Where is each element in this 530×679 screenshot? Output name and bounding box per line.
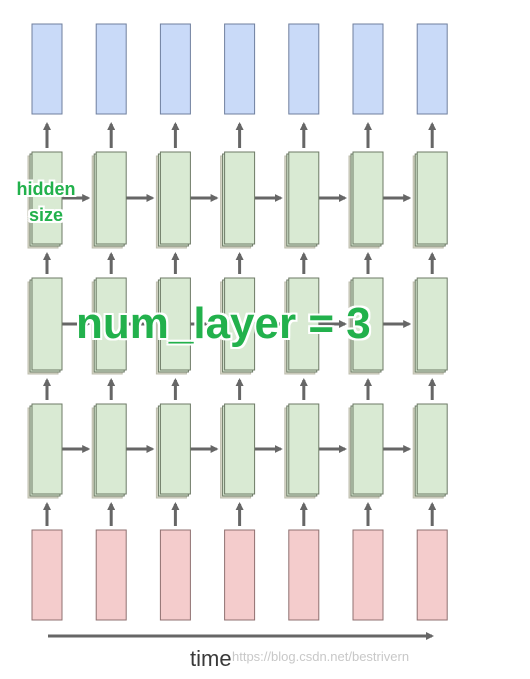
output-cell <box>288 23 320 115</box>
cells <box>31 23 448 621</box>
hidden-cell <box>95 277 127 371</box>
input-cell <box>95 529 127 621</box>
hidden-cell <box>352 403 384 495</box>
input-cell <box>31 529 63 621</box>
num-layer-label: num_layer = 3 <box>76 299 371 348</box>
hidden-cell <box>224 403 256 495</box>
output-cell <box>352 23 384 115</box>
input-cell <box>352 529 384 621</box>
output-cell <box>31 23 63 115</box>
hidden-size-line2: size <box>28 205 64 225</box>
hidden-cell <box>416 403 448 495</box>
hidden-size-label: hidden size <box>0 176 92 228</box>
hidden-cell <box>31 403 63 495</box>
output-cell <box>416 23 448 115</box>
input-cell <box>416 529 448 621</box>
watermark: https://blog.csdn.net/bestrivern <box>232 649 410 664</box>
connection-arrows <box>43 122 437 526</box>
hidden-cell <box>288 403 320 495</box>
hidden-cell <box>159 151 191 245</box>
hidden-cell <box>352 151 384 245</box>
hidden-cell <box>159 403 191 495</box>
hidden-cell <box>95 151 127 245</box>
hidden-cell <box>95 403 127 495</box>
time-axis-label: time <box>190 646 232 671</box>
input-cell <box>288 529 320 621</box>
hidden-cell <box>416 277 448 371</box>
hidden-cell <box>224 151 256 245</box>
hidden-cell <box>352 277 384 371</box>
hidden-cell <box>416 151 448 245</box>
hidden-cell <box>288 151 320 245</box>
output-cell <box>95 23 127 115</box>
input-cell <box>224 529 256 621</box>
hidden-cell <box>31 151 63 245</box>
input-cell <box>159 529 191 621</box>
output-cell <box>224 23 256 115</box>
hidden-cell <box>288 277 320 371</box>
hidden-cell <box>159 277 191 371</box>
hidden-cell <box>224 277 256 371</box>
output-cell <box>159 23 191 115</box>
hidden-size-line1: hidden <box>16 179 76 199</box>
hidden-cell <box>31 277 63 371</box>
